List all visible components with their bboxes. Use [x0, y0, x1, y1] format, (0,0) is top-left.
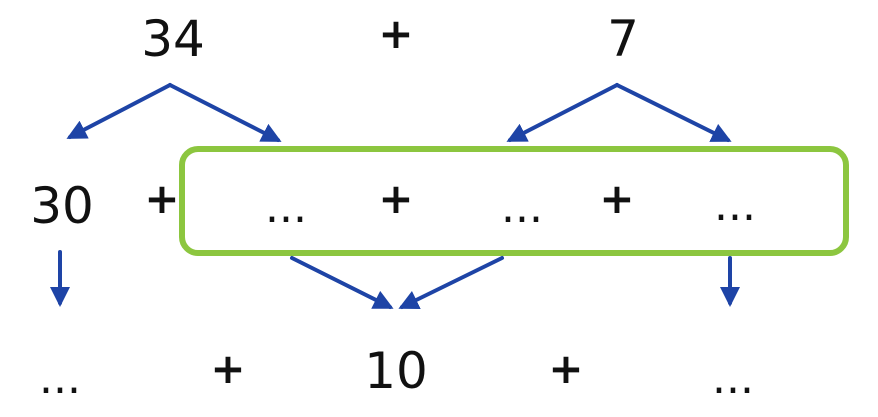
blank-row2-1: ...	[265, 182, 307, 233]
plus-sign-row2-2: +	[378, 174, 413, 223]
number-34: 34	[141, 10, 205, 68]
combine-arrows-10	[290, 256, 504, 309]
arrow-blank-1-to-10	[290, 256, 394, 309]
number-30: 30	[30, 177, 94, 235]
number-10: 10	[364, 342, 428, 400]
blank-row3-right: ...	[712, 353, 754, 404]
blank-row2-2: ...	[501, 182, 543, 233]
plus-sign-top: +	[378, 9, 413, 58]
arrow-7-to-blank-2	[506, 83, 619, 142]
plus-sign-row3-1: +	[210, 344, 245, 393]
blank-row2-3: ...	[714, 180, 756, 231]
plus-sign-row2-3: +	[599, 174, 634, 223]
arrow-blank-2-to-10	[398, 256, 504, 309]
number-7: 7	[607, 10, 639, 68]
split-arrows-7	[506, 83, 732, 142]
arrow-34-to-30	[66, 83, 172, 139]
plus-sign-row2-1: +	[144, 174, 179, 223]
blank-row3-left: ...	[39, 353, 81, 404]
highlight-box	[179, 146, 849, 256]
split-arrows-34	[66, 83, 282, 142]
arrow-7-to-blank-3	[615, 83, 732, 142]
arrow-34-to-blank-1	[168, 83, 282, 142]
plus-sign-row3-2: +	[548, 344, 583, 393]
